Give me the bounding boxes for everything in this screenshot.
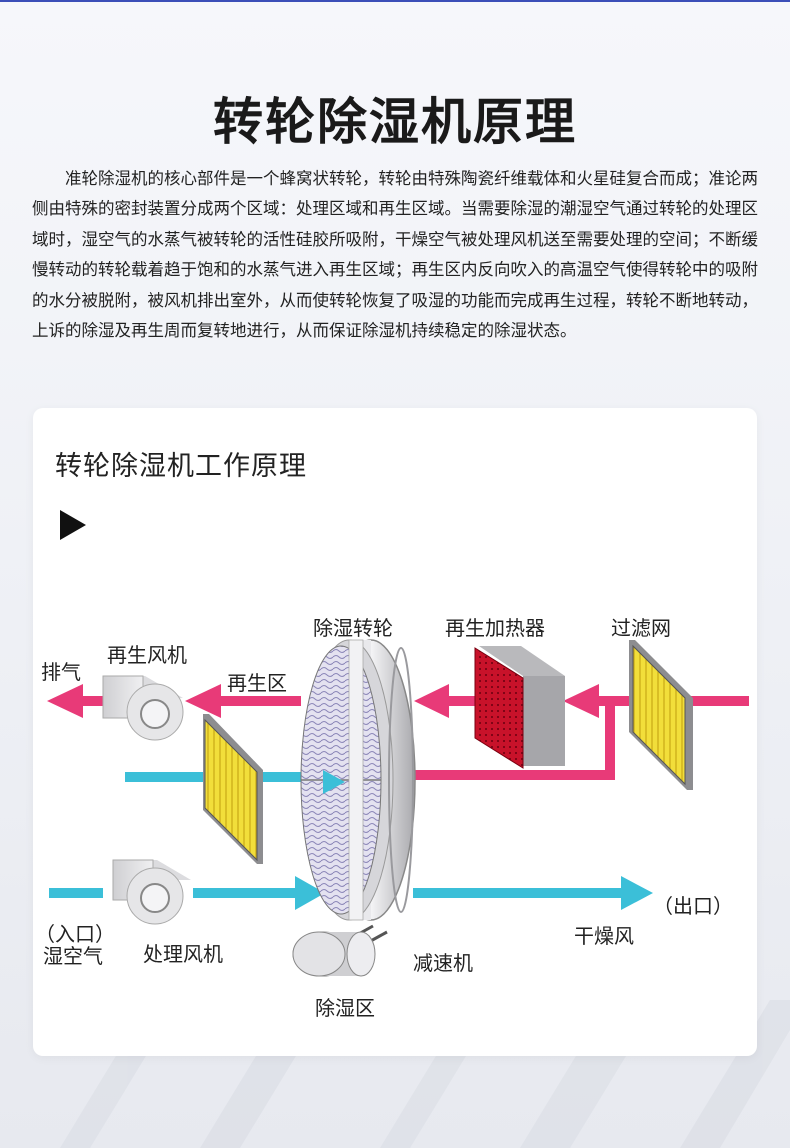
label-regen-fan: 再生风机 [107,643,187,667]
top-accent-line [0,0,790,2]
play-icon[interactable] [60,510,86,540]
regen-fan [102,675,184,741]
intro-paragraph: 准轮除湿机的核心部件是一个蜂窝状转轮，转轮由特殊陶瓷纤维载体和火星硅复合而成；准… [32,169,758,341]
dehumidifier-diagram [47,639,749,977]
card-title: 转轮除湿机工作原理 [55,451,307,482]
label-reducer: 减速机 [413,951,473,975]
wheel-entry-arrow [323,770,345,794]
reducer-motor [292,924,388,977]
process-filter [203,714,263,864]
page-title: 转轮除湿机原理 [213,93,577,151]
diagram-card: 转轮除湿机工作原理 [33,408,757,1056]
label-inlet: （入口） [35,922,115,946]
filter-net [629,640,693,790]
label-exhaust: 排气 [41,660,81,684]
label-wheel: 除湿转轮 [313,616,393,640]
desiccant-wheel [300,639,416,921]
label-outlet: （出口） [653,894,733,918]
label-dehumid-zone: 除湿区 [315,996,375,1020]
process-fan [112,859,191,925]
label-regen-zone: 再生区 [227,671,287,695]
label-dry-air: 干燥风 [574,924,634,948]
label-heater: 再生加热器 [445,616,545,640]
regen-heater [474,646,565,769]
regen-airflow-arrows [47,684,749,780]
label-process-fan: 处理风机 [143,942,223,966]
label-wet-air: 湿空气 [43,944,103,968]
label-filter: 过滤网 [611,616,671,640]
